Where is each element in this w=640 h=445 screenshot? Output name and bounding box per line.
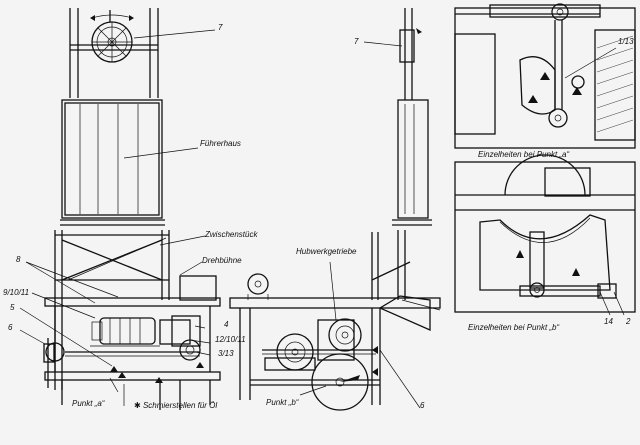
callout-6-left: 6	[8, 323, 13, 332]
label-schmierstellen-text: Schmierstellen für Öl	[142, 401, 218, 410]
detail-point-a	[454, 3, 636, 149]
crane-front-view	[19, 8, 221, 410]
callout-7-mid: 7	[354, 37, 359, 46]
callout-12-10-11: 12/10/11	[215, 335, 246, 344]
callout-7-left: 7	[218, 23, 223, 32]
callout-2: 2	[626, 317, 631, 326]
operator-cab	[60, 99, 199, 226]
callout-14: 14	[604, 317, 613, 326]
callout-4: 4	[224, 320, 229, 329]
label-zwischenstueck: Zwischenstück	[205, 230, 258, 239]
callout-3-13: 3/13	[218, 349, 234, 358]
callout-9-10-11: 9/10/11	[3, 288, 30, 297]
turntable	[19, 261, 221, 410]
handwheel	[90, 10, 216, 63]
label-hubwerkgetriebe: Hubwerkgetriebe	[296, 247, 357, 256]
detail-point-b	[454, 154, 636, 316]
intermediate-piece	[54, 230, 206, 390]
callout-1-13: 1/13	[618, 37, 634, 46]
label-punkt-a: Punkt „a“	[72, 399, 105, 408]
label-punkt-b: Punkt „b“	[266, 398, 299, 407]
label-drehbuehne: Drehbühne	[202, 256, 242, 265]
callout-5: 5	[10, 303, 15, 312]
hoist-gear	[262, 261, 421, 411]
callout-8: 8	[16, 255, 21, 264]
label-einzelheiten-a: Einzelheiten bei Punkt „a“	[478, 150, 570, 159]
grease-point-icon: ✱	[134, 401, 141, 410]
label-schmierstellen: ✱ Schmierstellen für Öl	[134, 402, 217, 410]
label-einzelheiten-b: Einzelheiten bei Punkt „b“	[468, 323, 560, 332]
label-fuehrerhaus: Führerhaus	[200, 139, 241, 148]
crane-side-view	[229, 8, 441, 411]
callout-6-bottom: 6	[420, 401, 425, 410]
